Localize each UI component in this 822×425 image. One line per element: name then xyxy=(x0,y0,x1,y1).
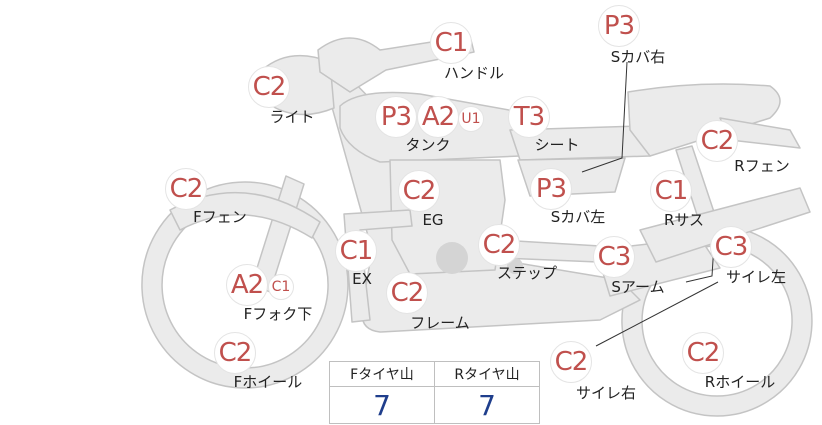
grade-badge-secondary: A2 xyxy=(417,96,459,138)
part-label: フレーム xyxy=(410,314,470,332)
sub-grade-badge: U1 xyxy=(458,106,484,132)
part-label: Rフェン xyxy=(734,157,790,175)
sub-grade-badge: C1 xyxy=(268,274,294,300)
engine-cover-dot xyxy=(436,242,468,274)
grade-badge: T3 xyxy=(508,96,550,138)
grade-badge: C2 xyxy=(165,168,207,210)
grade-badge: P3 xyxy=(530,168,572,210)
grade-badge: C2 xyxy=(682,332,724,374)
part-label: タンク xyxy=(405,136,451,154)
silencer-shape xyxy=(639,187,811,263)
grade-badge: C2 xyxy=(248,66,290,108)
part-label: Rサス xyxy=(663,211,705,229)
grade-badge: C2 xyxy=(478,224,520,266)
part-label: Rホイール xyxy=(704,373,776,391)
grade-badge: C2 xyxy=(696,120,738,162)
part-label: ライト xyxy=(269,108,315,126)
part-label: Fフォク下 xyxy=(243,305,313,323)
part-label: EX xyxy=(352,270,372,288)
grade-badge: C2 xyxy=(398,170,440,212)
rear-cowl-shape xyxy=(627,83,781,157)
leader-line-silencer-right xyxy=(595,281,719,347)
rear-tire-value: 7 xyxy=(434,386,540,424)
grade-badge: C1 xyxy=(335,230,377,272)
part-label: Sカバ左 xyxy=(550,208,606,226)
part-label: Sカバ右 xyxy=(610,48,666,66)
grade-badge: C2 xyxy=(214,332,256,374)
grade-badge: P3 xyxy=(375,96,417,138)
front-fender-shape xyxy=(169,191,321,239)
part-label: Fフェン xyxy=(193,208,247,226)
part-label: サイレ左 xyxy=(725,268,787,286)
rear-tire-header: Rタイヤ山 xyxy=(434,361,540,387)
grade-badge: C2 xyxy=(386,272,428,314)
grade-badge: C3 xyxy=(710,226,752,268)
tire-tread-value-row: 7 7 xyxy=(329,386,540,424)
grade-badge: C1 xyxy=(650,170,692,212)
part-label: ステップ xyxy=(496,264,558,282)
grade-badge: A2 xyxy=(226,264,268,306)
part-label: サイレ右 xyxy=(575,384,637,402)
part-label: シート xyxy=(534,136,580,154)
front-tire-value: 7 xyxy=(329,386,435,424)
part-label: Sアーム xyxy=(611,278,665,296)
grade-badge: P3 xyxy=(598,5,640,47)
tire-tread-header-row: Fタイヤ山 Rタイヤ山 xyxy=(329,361,540,387)
leader-line-side-cover-right xyxy=(581,61,628,173)
grade-badge: C3 xyxy=(593,236,635,278)
part-label: EG xyxy=(422,211,444,229)
grade-badge: C1 xyxy=(430,22,472,64)
front-tire-header: Fタイヤ山 xyxy=(329,361,435,387)
part-label: ハンドル xyxy=(443,64,505,82)
tire-tread-table: Fタイヤ山 Rタイヤ山 7 7 xyxy=(329,361,540,424)
part-label: Fホイール xyxy=(233,373,303,391)
grade-badge: C2 xyxy=(550,341,592,383)
